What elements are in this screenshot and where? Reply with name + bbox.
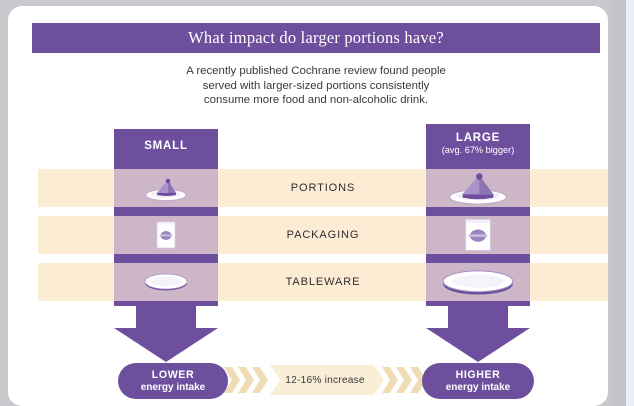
page-edge-gray — [612, 0, 626, 406]
chevron-banner-shape — [224, 365, 426, 395]
snack-packet-icon — [156, 221, 176, 249]
icon-small-tableware — [114, 263, 218, 301]
column-header-small-label: SMALL — [144, 139, 188, 152]
down-arrow-icon — [114, 306, 218, 362]
plate-icon — [442, 270, 514, 295]
subtitle-line-1: A recently published Cochrane review fou… — [186, 65, 446, 77]
page-edge-blue — [626, 0, 634, 406]
row-label-packaging: PACKAGING — [286, 229, 360, 241]
outcome-higher-main: HIGHER — [455, 369, 501, 381]
outcome-lower-main: LOWER — [151, 369, 195, 381]
icon-small-portions — [114, 169, 218, 207]
infographic-title-bar: What impact do larger portions have? — [32, 23, 600, 53]
arrow-down-small — [114, 306, 218, 362]
icon-large-portions — [426, 169, 530, 207]
outcome-pill-higher: HIGHER energy intake — [422, 363, 534, 399]
column-header-small: SMALL — [114, 129, 218, 162]
subtitle-line-2: served with larger-sized portions consis… — [202, 79, 430, 92]
down-arrow-icon — [426, 306, 530, 362]
subtitle-line-3: consume more food and non-alcoholic drin… — [203, 94, 429, 107]
plate-icon — [144, 273, 188, 291]
cake-slice-icon — [449, 173, 507, 205]
increase-banner-label: 12-16% increase — [285, 374, 365, 386]
column-header-large: LARGE (avg. 67% bigger) — [426, 124, 530, 162]
row-label-tableware: TABLEWARE — [285, 276, 361, 288]
outcome-higher-sub: energy intake — [445, 382, 511, 393]
column-header-large-sublabel: (avg. 67% bigger) — [441, 144, 515, 155]
page-title: What impact do larger portions have? — [188, 28, 444, 47]
icon-large-packaging — [426, 216, 530, 254]
snack-packet-icon — [465, 219, 491, 251]
row-label-portions: PORTIONS — [290, 182, 356, 194]
icon-small-packaging — [114, 216, 218, 254]
column-header-large-label: LARGE — [455, 131, 501, 144]
infographic-card: What impact do larger portions have? A r… — [8, 6, 608, 406]
cake-slice-icon — [145, 178, 187, 201]
infographic-subtitle: A recently published Cochrane review fou… — [68, 64, 564, 108]
icon-large-tableware — [426, 263, 530, 301]
outcome-lower-sub: energy intake — [140, 382, 206, 393]
arrow-down-large — [426, 306, 530, 362]
increase-banner: 12-16% increase — [224, 363, 426, 397]
outcome-pill-lower: LOWER energy intake — [118, 363, 228, 399]
